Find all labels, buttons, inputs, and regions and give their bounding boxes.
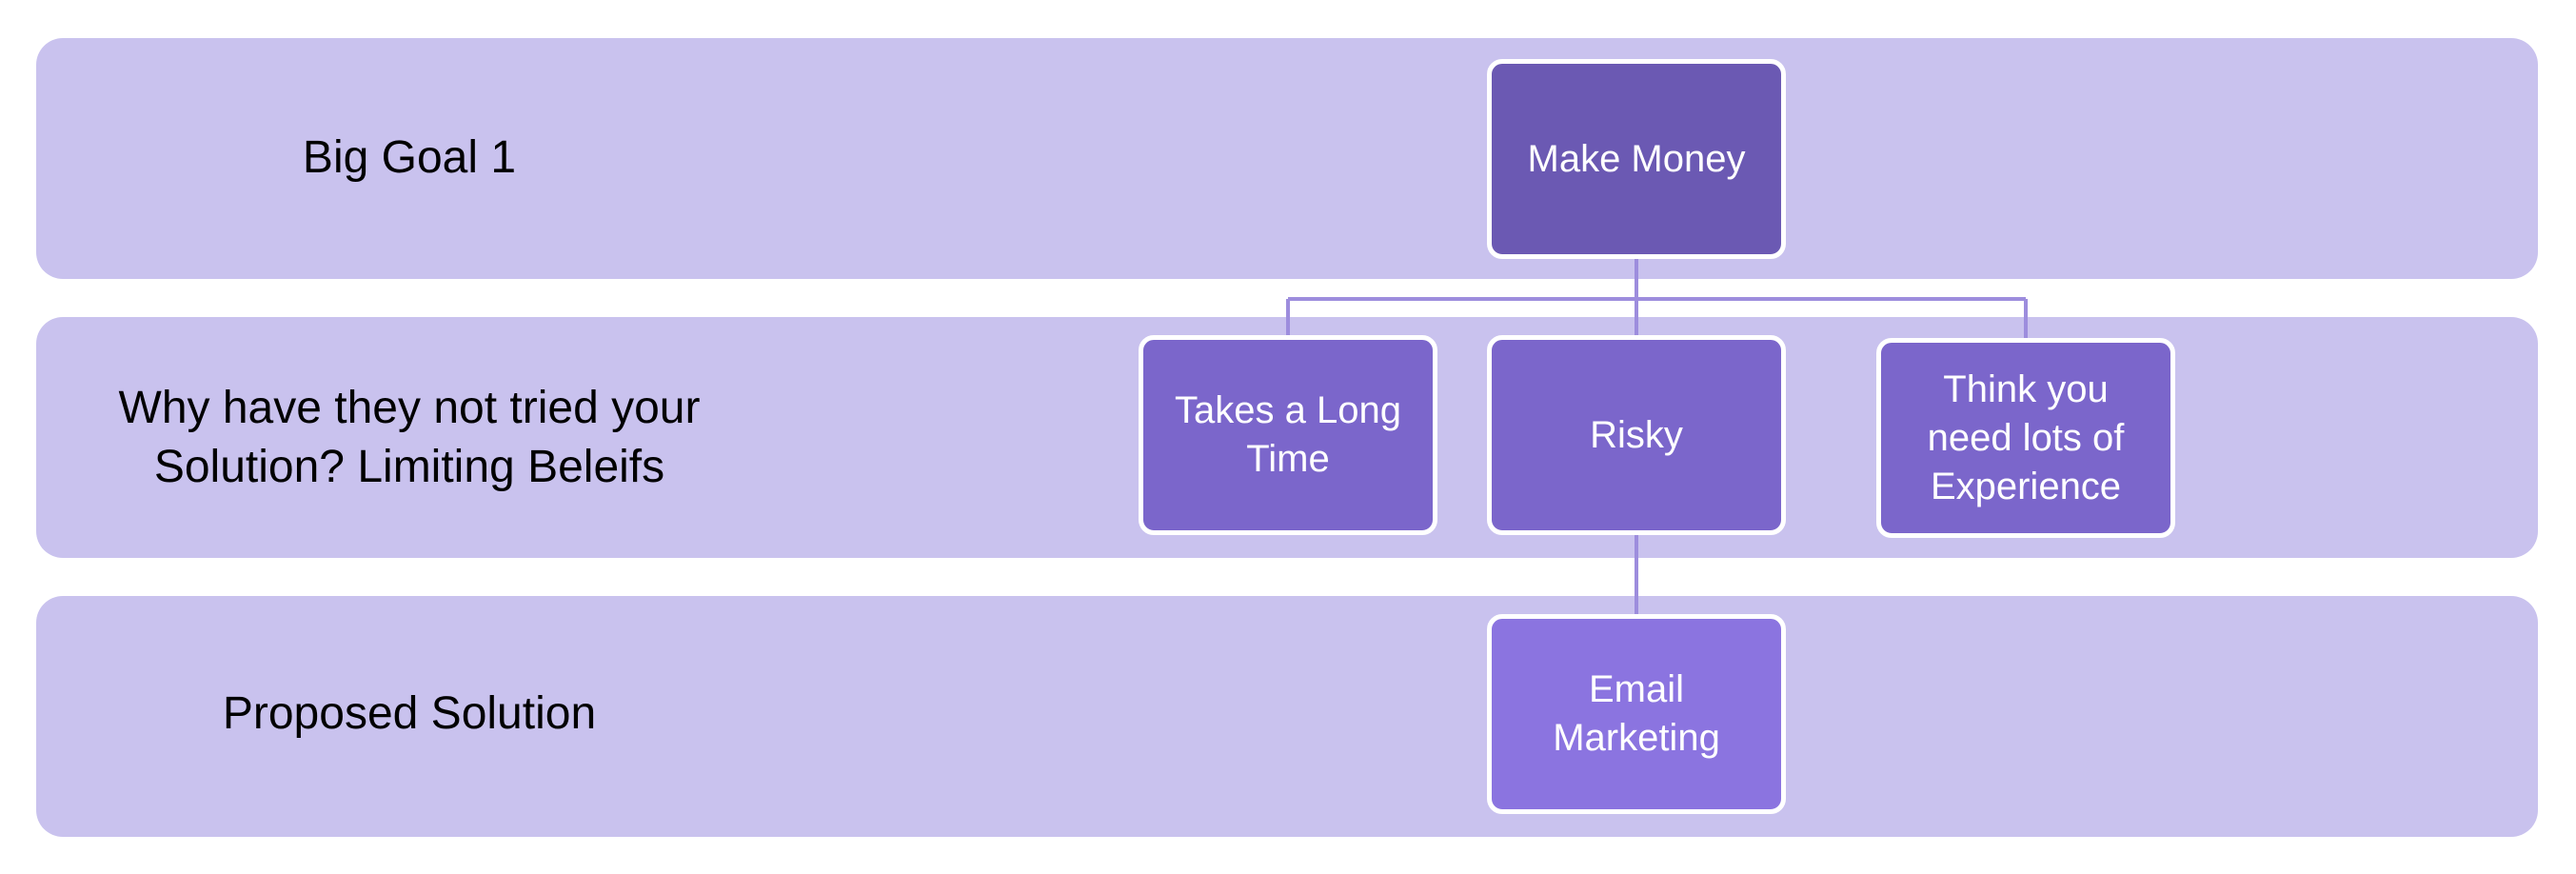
row-band-big-goal — [36, 38, 2538, 279]
row-label-big-goal: Big Goal 1 — [302, 132, 517, 183]
row-label-limiting-beliefs: Why have they not tried your Solution? L… — [118, 383, 701, 492]
node-email-marketing[interactable]: Email Marketing — [1487, 614, 1786, 814]
node-risky[interactable]: Risky — [1487, 335, 1786, 535]
node-takes-a-long-time[interactable]: Takes a Long Time — [1139, 335, 1437, 535]
node-lots-of-experience[interactable]: Think you need lots of Experience — [1876, 338, 2175, 538]
row-band-proposed-solution — [36, 596, 2538, 837]
node-make-money[interactable]: Make Money — [1487, 59, 1786, 259]
row-label-proposed-solution: Proposed Solution — [222, 688, 597, 739]
